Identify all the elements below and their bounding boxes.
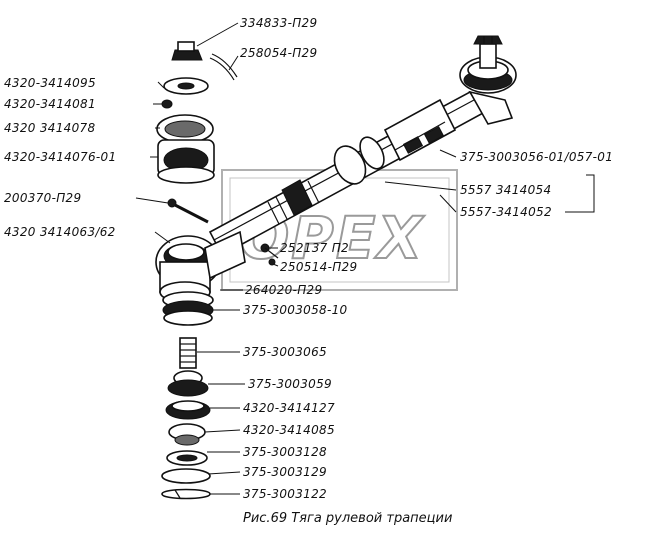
figure-caption: Рис.69 Тяга рулевой трапеции xyxy=(243,511,452,526)
label-4320-3414081: 4320-3414081 xyxy=(4,97,96,111)
label-4320-3414078: 4320 3414078 xyxy=(4,121,95,135)
label-375-3003058-10: 375-3003058-10 xyxy=(243,303,348,317)
label-375-3003128: 375-3003128 xyxy=(243,445,327,459)
label-375-3003056: 375-3003056-01/057-01 xyxy=(460,150,613,164)
bottom-stack xyxy=(161,291,214,500)
label-375-3003122: 375-3003122 xyxy=(243,487,327,501)
right-ball-joint xyxy=(459,35,517,125)
label-264020-p29: 264020-П29 xyxy=(245,283,322,297)
top-stack xyxy=(156,41,238,224)
label-4320-3414076-01: 4320-3414076-01 xyxy=(4,150,116,164)
label-4320-3414063-62: 4320 3414063/62 xyxy=(4,225,116,239)
tie-rod xyxy=(208,90,487,257)
small-bolts xyxy=(260,243,279,266)
label-375-3003129: 375-3003129 xyxy=(243,465,327,479)
label-4320-3414095: 4320-3414095 xyxy=(4,76,96,90)
label-252137-p2: 252137 П2 xyxy=(280,241,349,255)
label-334833-p29: 334833-П29 xyxy=(240,16,317,30)
leader-lines xyxy=(135,22,595,495)
label-4320-3414127: 4320-3414127 xyxy=(243,401,335,415)
label-375-3003065: 375-3003065 xyxy=(243,345,327,359)
label-4320-3414085: 4320-3414085 xyxy=(243,423,335,437)
part-labels: 334833-П29 258054-П29 4320-3414095 4320-… xyxy=(4,16,613,501)
label-200370-p29: 200370-П29 xyxy=(4,191,81,205)
label-5557-3414052: 5557-3414052 xyxy=(460,205,552,219)
label-5557-3414054: 5557 3414054 xyxy=(460,183,551,197)
label-250514-p29: 250514-П29 xyxy=(280,260,357,274)
label-258054-p29: 258054-П29 xyxy=(240,46,317,60)
label-375-3003059: 375-3003059 xyxy=(248,377,332,391)
